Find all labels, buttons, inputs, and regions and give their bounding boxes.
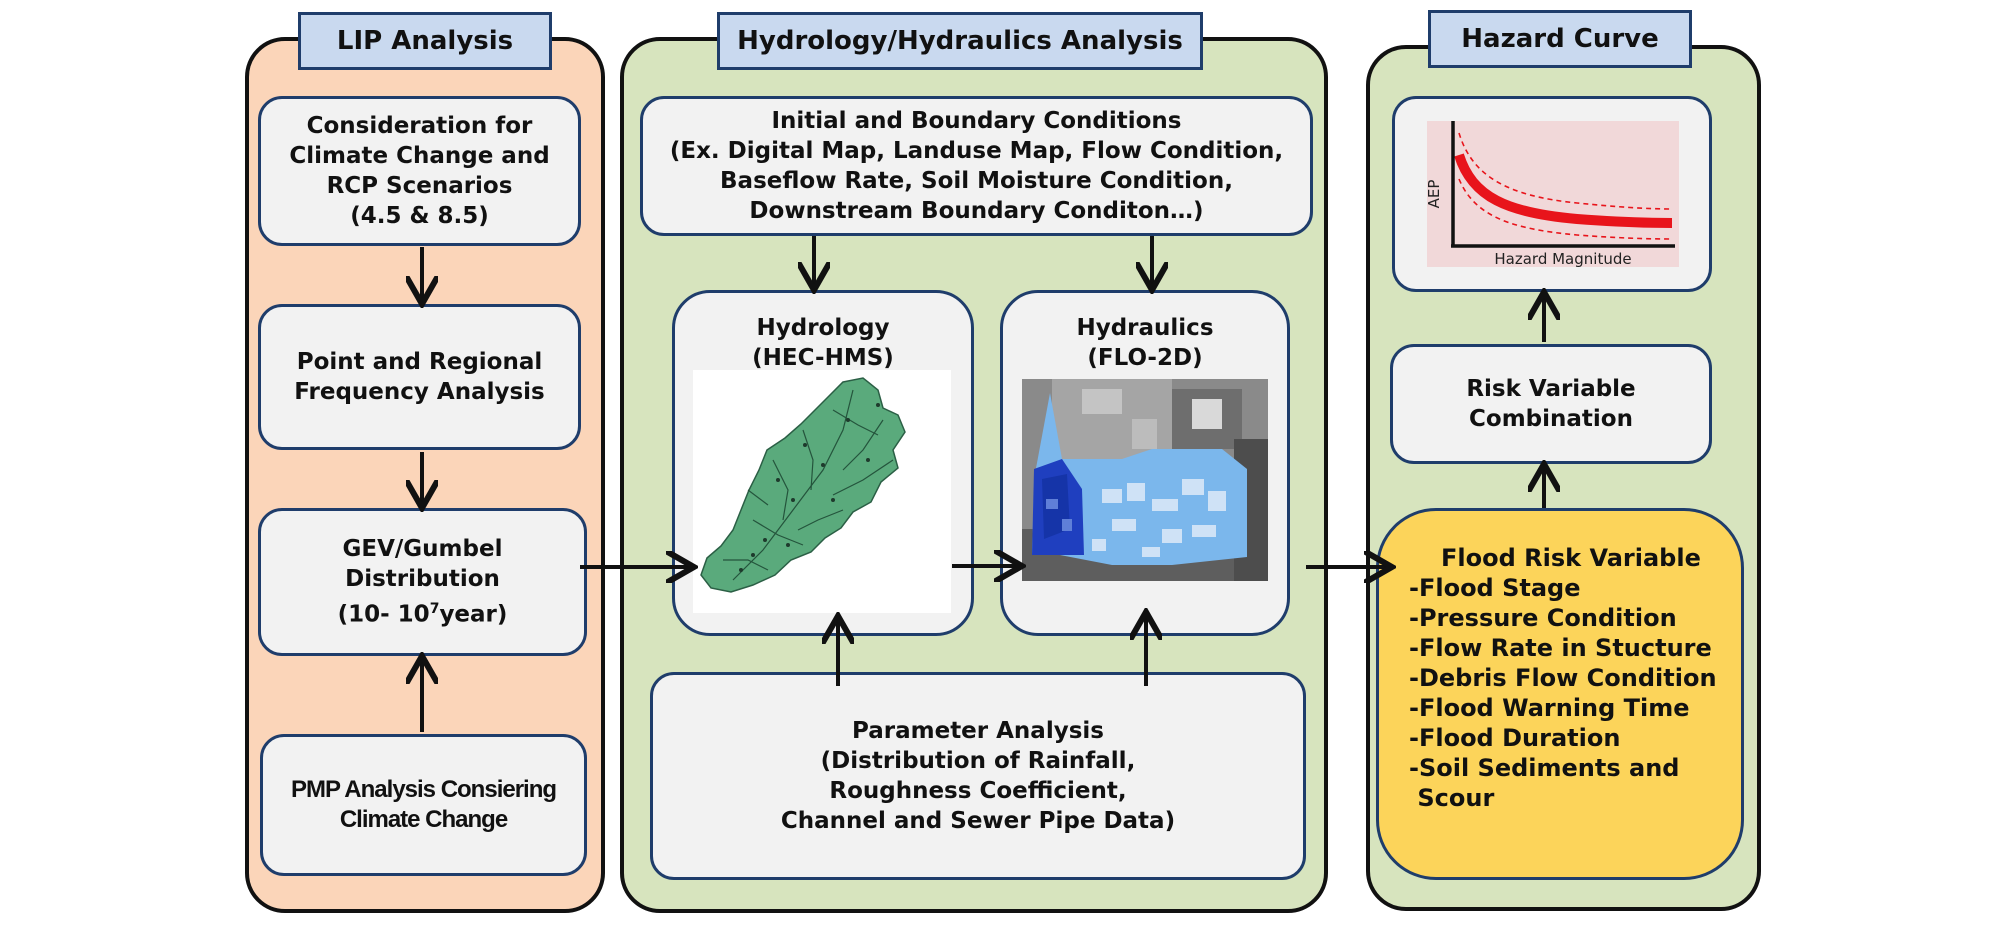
initial-boundary-box: Initial and Boundary Conditions (Ex. Dig…: [640, 96, 1313, 236]
risk-combination-box: Risk Variable Combination: [1390, 344, 1712, 464]
risk-combination-text: Risk Variable Combination: [1466, 376, 1636, 432]
flood-inundation-photo: [1022, 379, 1268, 581]
risk-item: -Flood Stage: [1409, 574, 1581, 602]
curve-x-label: Hazard Magnitude: [1494, 250, 1631, 267]
risk-item: -Flood Duration: [1409, 724, 1621, 752]
gev-gumbel-text: GEV/Gumbel Distribution (10- 107year): [338, 534, 508, 630]
flood-risk-list: Flood Risk Variable -Flood Stage -Pressu…: [1409, 543, 1717, 813]
lip-analysis-header: LIP Analysis: [298, 12, 552, 70]
hydrology-text: Hydrology (HEC-HMS): [752, 315, 894, 371]
hazard-curve-header: Hazard Curve: [1428, 10, 1692, 68]
risk-item: -Debris Flow Condition: [1409, 664, 1717, 692]
risk-item: -Flow Rate in Stucture: [1409, 634, 1712, 662]
frequency-analysis-box: Point and Regional Frequency Analysis: [258, 304, 581, 450]
gev-exponent: 7: [429, 601, 440, 618]
gev-gumbel-box: GEV/Gumbel Distribution (10- 107year): [258, 508, 587, 656]
gev-range-prefix: (10- 10: [337, 601, 430, 628]
pmp-analysis-box: PMP Analysis Consiering Climate Change: [260, 734, 587, 876]
flood-risk-title: Flood Risk Variable: [1441, 544, 1701, 572]
parameter-analysis-text: Parameter Analysis (Distribution of Rain…: [780, 718, 1176, 834]
initial-boundary-text: Initial and Boundary Conditions (Ex. Dig…: [669, 108, 1284, 224]
climate-change-box: Consideration for Climate Change and RCP…: [258, 96, 581, 246]
pmp-analysis-text: PMP Analysis Consiering Climate Change: [290, 776, 557, 833]
parameter-analysis-box: Parameter Analysis (Distribution of Rain…: [650, 672, 1306, 880]
curve-y-label: AEP: [1427, 180, 1443, 209]
climate-change-text: Consideration for Climate Change and RCP…: [289, 113, 550, 229]
risk-item: -Soil Sediments and Scour: [1409, 754, 1680, 812]
gev-line2: Distribution: [345, 566, 500, 593]
hydrology-hydraulics-header: Hydrology/Hydraulics Analysis: [717, 12, 1203, 70]
risk-item: -Pressure Condition: [1409, 604, 1677, 632]
flood-risk-variable-box: Flood Risk Variable -Flood Stage -Pressu…: [1376, 508, 1744, 880]
frequency-analysis-text: Point and Regional Frequency Analysis: [294, 349, 545, 405]
gev-line1: GEV/Gumbel: [342, 536, 503, 563]
gev-range-suffix: year): [439, 601, 508, 628]
risk-item: -Flood Warning Time: [1409, 694, 1690, 722]
hazard-curve-chart: AEP Hazard Magnitude: [1425, 121, 1679, 268]
hydraulics-text: Hydraulics (FLO-2D): [1076, 315, 1214, 371]
gev-line3: (10- 107year): [338, 594, 508, 630]
watershed-map-image: [693, 370, 951, 613]
